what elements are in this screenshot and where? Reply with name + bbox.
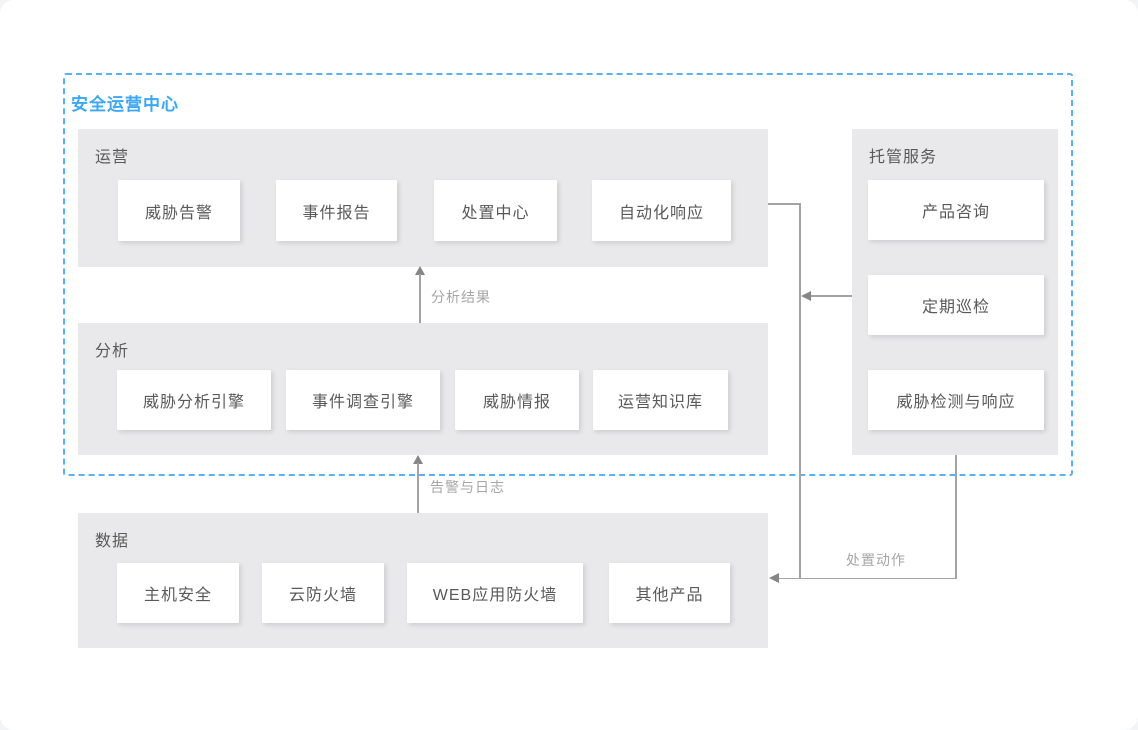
node-threat-analysis-engine: 威胁分析引擎 [117,370,271,430]
response-path-top-line [768,203,800,205]
alerts-logs-arrowhead-icon [413,455,423,464]
soc-boundary-box [63,73,1073,476]
data-panel: 数据 主机安全 云防火墙 WEB应用防火墙 其他产品 [78,513,768,648]
response-path-vertical-line [799,203,801,579]
node-cloud-firewall: 云防火墙 [262,563,384,623]
soc-title: 安全运营中心 [71,95,179,114]
node-web-application-firewall: WEB应用防火墙 [407,563,583,623]
alerts-logs-line [417,463,419,513]
alerts-logs-label: 告警与日志 [430,479,505,495]
analysis-panel: 分析 威胁分析引擎 事件调查引擎 威胁情报 运营知识库 [78,323,768,455]
node-threat-intelligence: 威胁情报 [455,370,579,430]
analysis-result-line [419,274,421,323]
node-incident-report: 事件报告 [276,180,397,241]
node-automated-response: 自动化响应 [592,180,731,241]
operations-panel: 运营 威胁告警 事件报告 处置中心 自动化响应 [78,129,768,267]
analysis-panel-title: 分析 [95,343,130,360]
node-response-center: 处置中心 [434,180,557,241]
analysis-result-label: 分析结果 [431,289,491,305]
node-threat-alert: 威胁告警 [118,180,240,241]
node-periodic-inspection: 定期巡检 [868,275,1044,335]
node-threat-detection-response: 威胁检测与响应 [868,370,1044,430]
managed-to-response-arrowhead-icon [801,291,811,301]
managed-services-panel-title: 托管服务 [869,149,938,166]
managed-to-response-line [811,295,852,297]
response-action-label: 处置动作 [846,552,906,568]
node-other-products: 其他产品 [609,563,730,623]
response-path-bottom-line [779,577,956,579]
node-incident-investigation-engine: 事件调查引擎 [286,370,440,430]
node-product-consulting: 产品咨询 [868,180,1044,240]
managed-services-panel: 托管服务 产品咨询 定期巡检 威胁检测与响应 [852,129,1058,455]
data-panel-title: 数据 [95,533,130,550]
operations-panel-title: 运营 [95,149,130,166]
response-action-arrowhead-icon [769,573,779,583]
analysis-result-arrowhead-icon [415,266,425,275]
managed-services-down-line [955,455,957,579]
node-operations-knowledge-base: 运营知识库 [593,370,728,430]
node-host-security: 主机安全 [117,563,239,623]
